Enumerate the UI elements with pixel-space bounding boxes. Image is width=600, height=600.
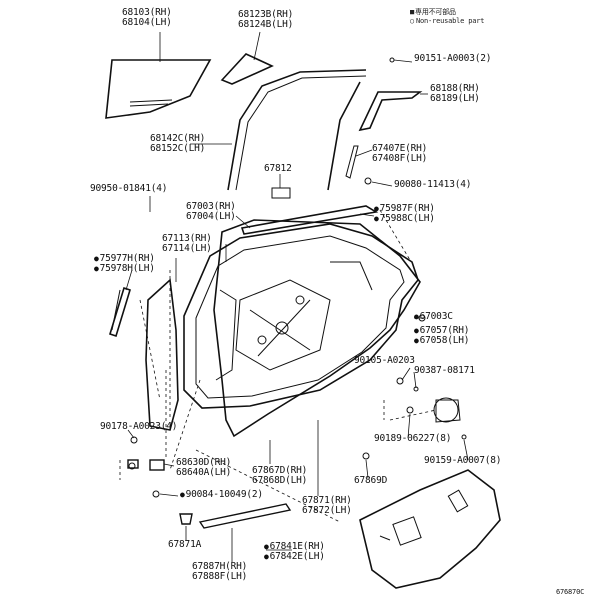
label-68104[interactable]: 68104(LH) bbox=[122, 17, 172, 28]
run-channel bbox=[227, 69, 367, 191]
label-68142[interactable]: 68142C(RH) bbox=[150, 133, 206, 144]
label-67868[interactable]: 67868D(LH) bbox=[252, 475, 308, 486]
label-67004[interactable]: 67004(LH) bbox=[186, 211, 236, 222]
pad bbox=[271, 187, 291, 199]
legend-nonreusable-en: Non-reusable part bbox=[410, 17, 484, 26]
label-90080[interactable]: 90080-11413(4) bbox=[394, 179, 472, 190]
label-68188[interactable]: 68188(RH) bbox=[430, 83, 480, 94]
label-67812[interactable]: 67812 bbox=[264, 163, 292, 174]
door-lock bbox=[406, 397, 461, 423]
label-75988[interactable]: 75988C(LH) bbox=[374, 214, 435, 224]
label-68103[interactable]: 68103(RH) bbox=[122, 7, 172, 18]
label-90178[interactable]: 90178-A0023(4) bbox=[100, 421, 178, 432]
label-67841[interactable]: 67841E(RH) bbox=[264, 542, 325, 552]
label-67842[interactable]: 67842E(LH) bbox=[264, 552, 325, 562]
label-67408[interactable]: 67408F(LH) bbox=[372, 153, 428, 164]
service-hole-cover bbox=[359, 469, 501, 589]
lower-weatherstrip bbox=[198, 503, 292, 529]
label-90950[interactable]: 90950-01841(4) bbox=[90, 183, 168, 194]
frame-garnish bbox=[358, 91, 423, 132]
legend-nonreusable-jp: 専用不可部品 bbox=[410, 8, 456, 17]
quarter-trim bbox=[145, 278, 179, 431]
label-67871a[interactable]: 67871A bbox=[168, 539, 202, 550]
moulding-75977 bbox=[109, 286, 131, 338]
label-67869[interactable]: 67869D bbox=[354, 475, 388, 486]
label-90387[interactable]: 90387-08171 bbox=[414, 365, 475, 376]
label-68152[interactable]: 68152C(LH) bbox=[150, 143, 206, 154]
label-67058[interactable]: 67058(LH) bbox=[414, 336, 470, 346]
label-67057[interactable]: 67057(RH) bbox=[414, 326, 470, 336]
frame-moulding bbox=[345, 145, 359, 179]
label-67871[interactable]: 67871(RH) bbox=[302, 495, 352, 506]
assembly-lines bbox=[119, 209, 437, 523]
door-weatherstrip bbox=[213, 219, 421, 438]
label-67888[interactable]: 67888F(LH) bbox=[192, 571, 248, 582]
regulator bbox=[215, 261, 373, 381]
label-67114[interactable]: 67114(LH) bbox=[162, 243, 212, 254]
label-75978[interactable]: 75978H(LH) bbox=[94, 264, 155, 274]
label-90105[interactable]: 90105-A0203 bbox=[354, 355, 415, 366]
label-67887[interactable]: 67887H(RH) bbox=[192, 561, 248, 572]
label-68124[interactable]: 68124B(LH) bbox=[238, 19, 294, 30]
label-68630[interactable]: 68630D(RH) bbox=[176, 457, 232, 468]
label-68123[interactable]: 68123B(RH) bbox=[238, 9, 294, 20]
door-panel bbox=[183, 223, 419, 409]
label-68640[interactable]: 68640A(LH) bbox=[176, 467, 232, 478]
label-90084[interactable]: 90084-10049(2) bbox=[180, 490, 263, 500]
label-67407[interactable]: 67407E(RH) bbox=[372, 143, 428, 154]
label-75977[interactable]: 75977H(RH) bbox=[94, 254, 155, 264]
label-67867[interactable]: 67867D(RH) bbox=[252, 465, 308, 476]
door-glass bbox=[105, 59, 212, 119]
label-67872[interactable]: 67872(LH) bbox=[302, 505, 352, 516]
hinge bbox=[127, 436, 165, 498]
label-67003[interactable]: 67003(RH) bbox=[186, 201, 236, 212]
label-90151[interactable]: 90151-A0003(2) bbox=[414, 53, 492, 64]
label-90159[interactable]: 90159-A0007(8) bbox=[424, 455, 502, 466]
division-bar bbox=[327, 81, 361, 191]
label-67113[interactable]: 67113(RH) bbox=[162, 233, 212, 244]
label-68189[interactable]: 68189(LH) bbox=[430, 93, 480, 104]
fixed-glass bbox=[220, 53, 274, 85]
label-67003c[interactable]: 67003C bbox=[414, 312, 453, 322]
label-90189[interactable]: 90189-06227(8) bbox=[374, 433, 452, 444]
label-75987[interactable]: 75987F(RH) bbox=[374, 204, 435, 214]
diagram-code: 676870C bbox=[556, 588, 585, 596]
clip bbox=[179, 513, 193, 525]
